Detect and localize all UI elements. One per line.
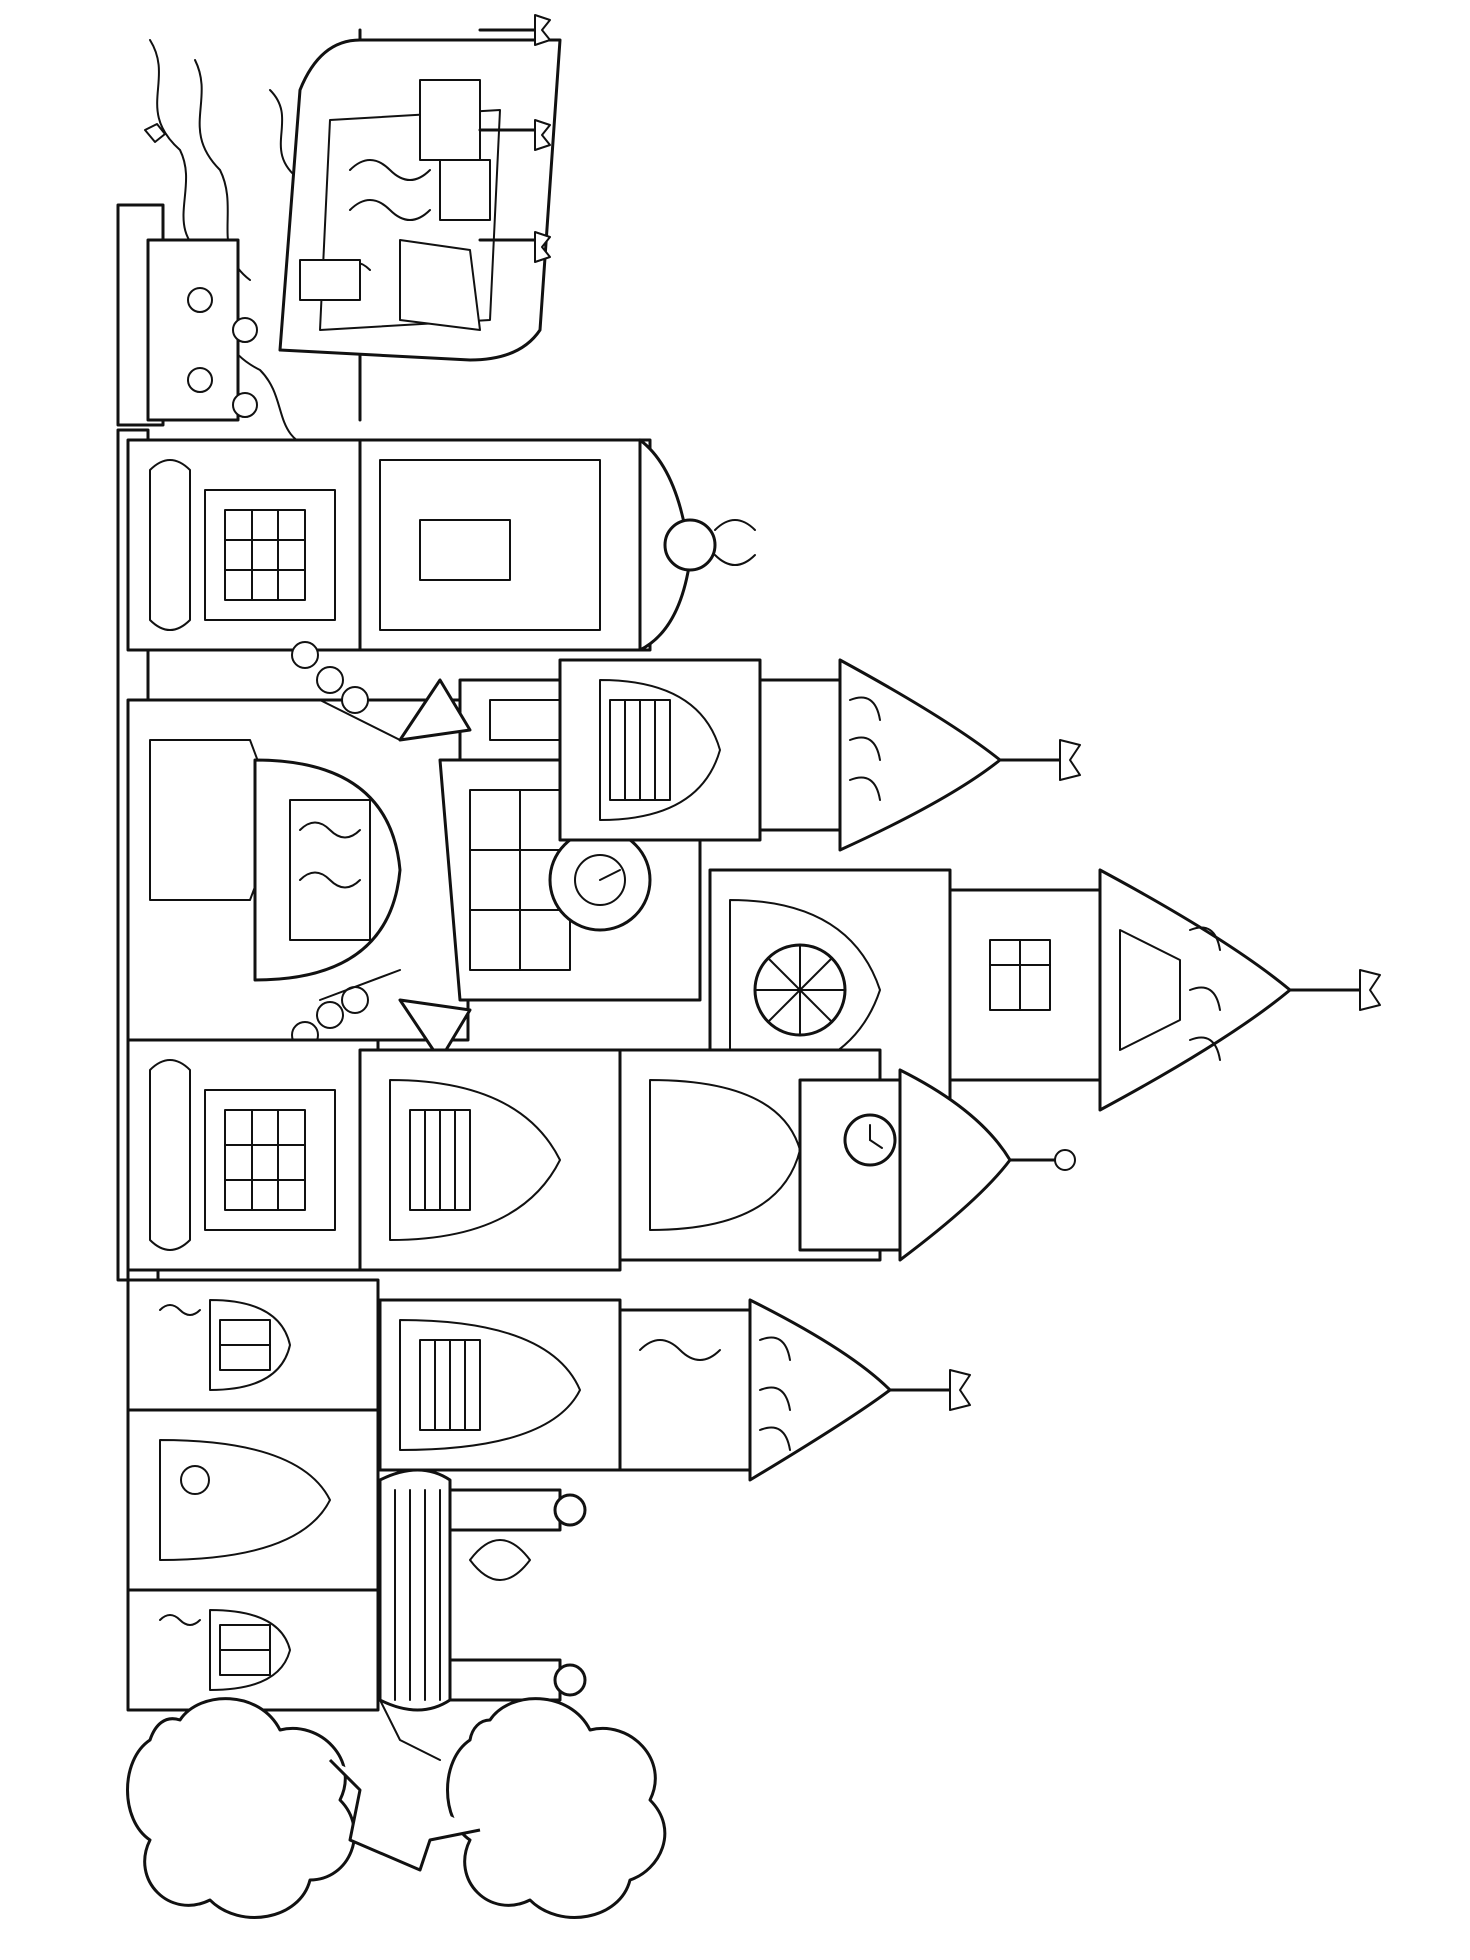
tree-trunk <box>330 1760 480 1870</box>
flag-icon <box>535 120 550 150</box>
tree-canopy <box>128 1699 355 1918</box>
trees <box>128 1699 665 1918</box>
boat <box>280 15 560 360</box>
window-grid <box>225 510 305 600</box>
castle-wing-upper <box>128 440 755 650</box>
tower-lower <box>380 1300 970 1480</box>
castle-wing-lower <box>128 1280 378 1710</box>
dock <box>118 205 257 425</box>
flag-icon <box>1360 970 1380 1010</box>
castle-wing-middle <box>128 1040 620 1270</box>
starfish-icon <box>145 124 165 142</box>
flowers <box>292 642 400 1048</box>
spire <box>900 1070 1010 1260</box>
tower-clock <box>620 1050 1075 1260</box>
flag-icon <box>950 1370 970 1410</box>
flag-icon <box>535 15 550 45</box>
balcony <box>380 1470 585 1710</box>
flag-icon <box>535 232 550 262</box>
spire <box>840 660 1000 850</box>
gargoyle-icon <box>715 520 755 565</box>
spire <box>750 1300 890 1480</box>
tree-canopy <box>448 1699 665 1918</box>
flag-icon <box>1060 740 1080 780</box>
tower-left <box>560 660 1080 850</box>
